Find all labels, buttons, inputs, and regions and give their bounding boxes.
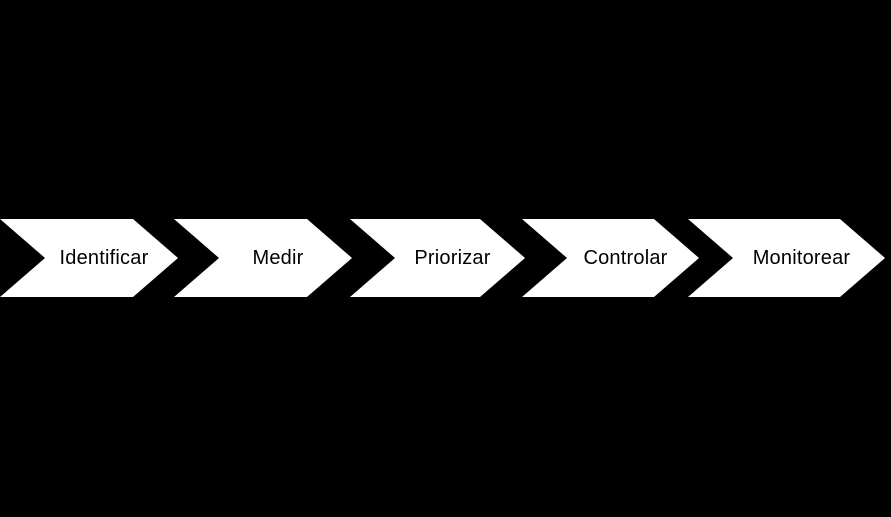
process-step-5: Monitorear xyxy=(688,219,885,297)
process-step-4: Controlar xyxy=(522,219,699,297)
process-step-2: Medir xyxy=(174,219,352,297)
process-step-label: Priorizar xyxy=(414,247,491,269)
process-step-label: Controlar xyxy=(583,247,668,269)
process-step-label: Identificar xyxy=(59,247,149,269)
process-step-1: Identificar xyxy=(0,219,178,297)
process-step-label: Medir xyxy=(252,247,304,269)
process-step-3: Priorizar xyxy=(350,219,525,297)
process-step-label: Monitorear xyxy=(752,247,851,269)
